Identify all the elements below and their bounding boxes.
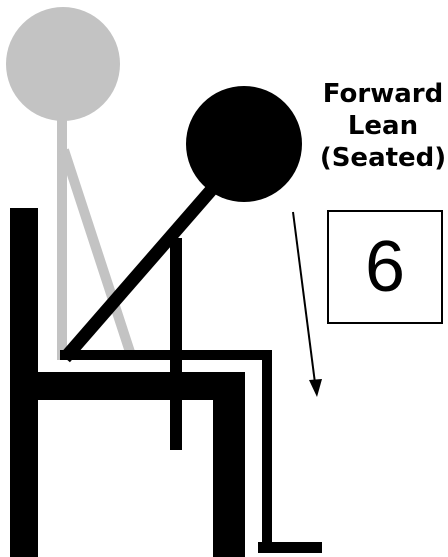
figure-thigh [60, 350, 272, 360]
figure-shin [262, 350, 272, 548]
score-value: 6 [365, 231, 405, 303]
exercise-title: Forward Lean (Seated) [318, 78, 448, 174]
figure-foot [258, 542, 322, 553]
title-line-2: Lean [318, 110, 448, 142]
chair-front-leg [213, 372, 245, 557]
ghost-head [6, 7, 120, 121]
score-box: 6 [327, 210, 443, 324]
figure-head [186, 86, 302, 202]
title-line-3: (Seated) [318, 142, 448, 174]
title-line-1: Forward [318, 78, 448, 110]
lean-direction-arrow [293, 212, 322, 397]
forward-lean-figure [60, 86, 322, 553]
figure-arm [170, 238, 182, 450]
chair-seat [10, 372, 245, 400]
chair [10, 208, 245, 557]
